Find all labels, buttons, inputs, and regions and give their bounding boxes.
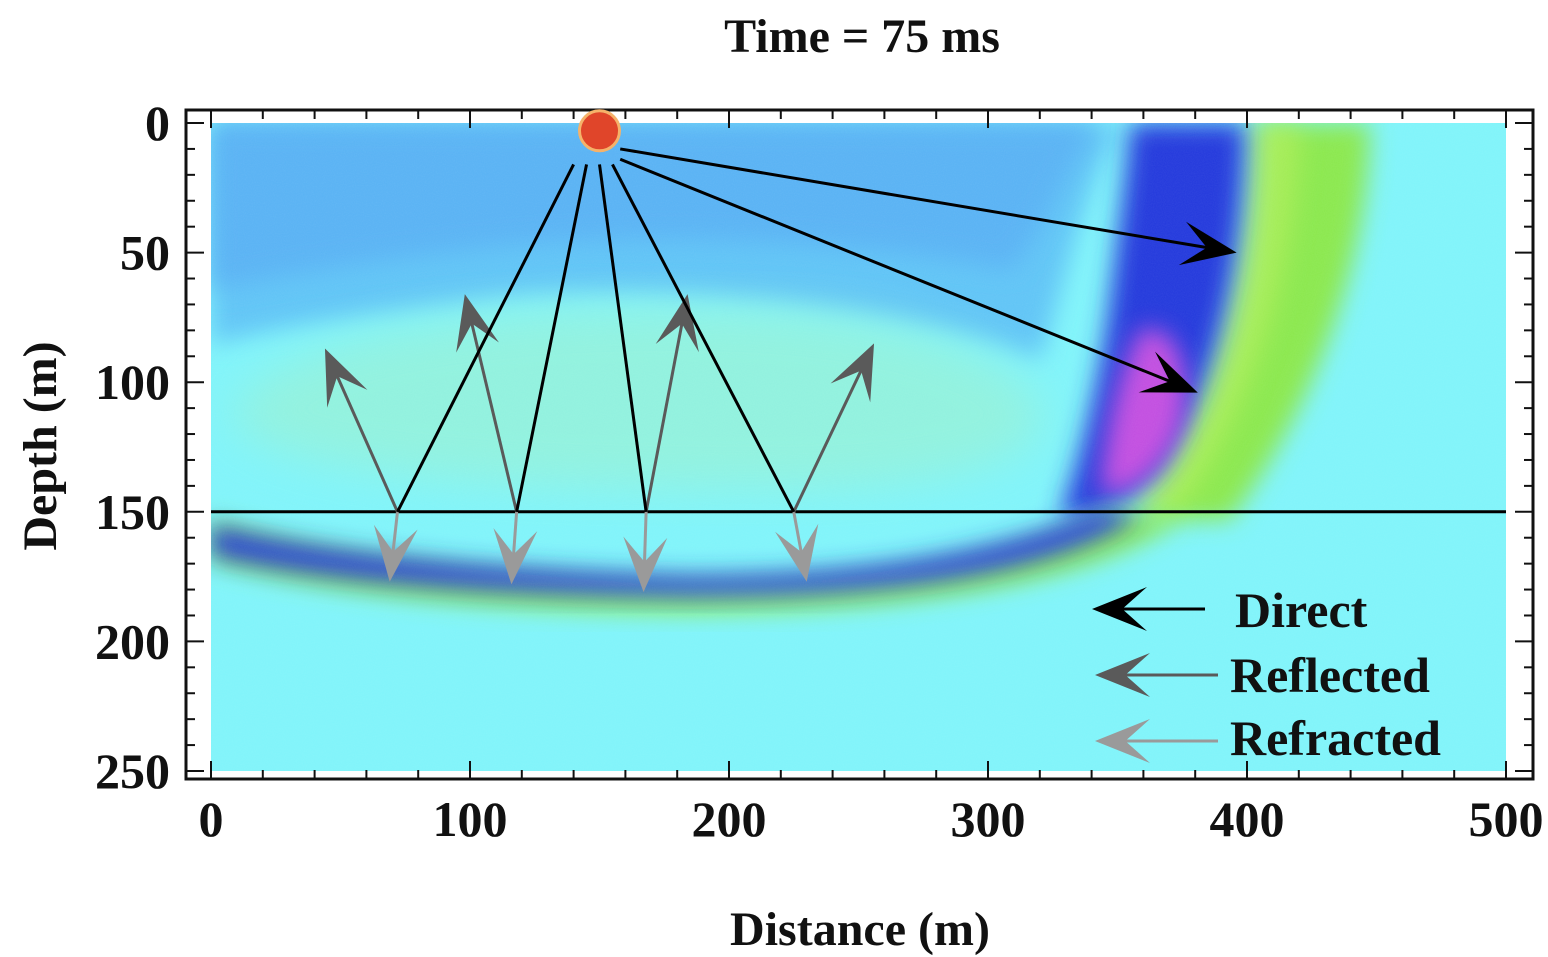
x-tick-label: 200	[692, 791, 767, 847]
legend-keys	[1092, 587, 1218, 763]
x-tick-label: 0	[199, 791, 224, 847]
refracted-ray-line	[391, 511, 399, 555]
plot-frame	[184, 108, 1535, 781]
source-marker	[578, 109, 621, 153]
y-tick-label: 0	[145, 95, 170, 151]
incident-ray-line	[598, 164, 648, 512]
y-tick-label: 200	[95, 613, 170, 669]
y-axis-label: Depth (m)	[14, 341, 67, 550]
x-tick-label: 100	[433, 791, 508, 847]
reflected-ray-arrowhead	[324, 348, 368, 408]
x-tick-label: 300	[951, 791, 1026, 847]
reflected-ray-line	[792, 367, 864, 513]
y-tick-label: 250	[95, 743, 170, 799]
legend-label-direct: Direct	[1235, 582, 1368, 638]
reflected-ray-arrowhead	[830, 343, 875, 403]
refracted-ray-line	[511, 511, 519, 558]
direct-ray-line	[619, 157, 1173, 384]
axis-tick-labels: 0 100 200 300 400 500 0 50 100 150 200 250	[95, 95, 1544, 847]
wavefield-heatmap	[211, 123, 1506, 771]
refracted-ray-line	[642, 511, 648, 565]
reflected-ray-line	[644, 320, 684, 513]
refracted-ray-line	[792, 511, 804, 556]
legend-label-reflected: Reflected	[1230, 647, 1430, 703]
legend-key-direct-arrowhead	[1092, 587, 1147, 631]
chart-title: Time = 75 ms	[724, 10, 1000, 63]
y-tick-label: 100	[95, 354, 170, 410]
y-tick-label: 150	[95, 484, 170, 540]
axis-ticks	[186, 110, 1533, 779]
reflected-ray-line	[334, 373, 399, 513]
legend-key-refracted-arrowhead	[1095, 719, 1150, 763]
refracted-ray-arrowhead	[623, 536, 668, 593]
refracted-ray-arrowhead	[493, 527, 538, 585]
x-tick-label: 500	[1469, 791, 1544, 847]
incident-ray-line	[515, 164, 589, 513]
direct-ray-line	[619, 147, 1210, 250]
refracted-ray-arrowhead	[373, 524, 418, 582]
legend-key-reflected-arrowhead	[1095, 653, 1150, 697]
y-tick-label: 50	[120, 225, 170, 281]
direct-ray-arrowhead	[1178, 221, 1237, 266]
refracted-ray-arrowhead	[775, 523, 819, 582]
legend: Direct Reflected Refracted	[1092, 582, 1441, 766]
reflected-ray-arrowhead	[456, 294, 499, 353]
legend-label-refracted: Refracted	[1230, 710, 1441, 766]
direct-ray-arrowhead	[1138, 351, 1198, 393]
ray-paths	[324, 147, 1237, 593]
x-axis-label: Distance (m)	[730, 903, 990, 956]
incident-ray-line	[396, 163, 575, 513]
x-tick-label: 400	[1210, 791, 1285, 847]
incident-ray-line	[611, 163, 796, 513]
